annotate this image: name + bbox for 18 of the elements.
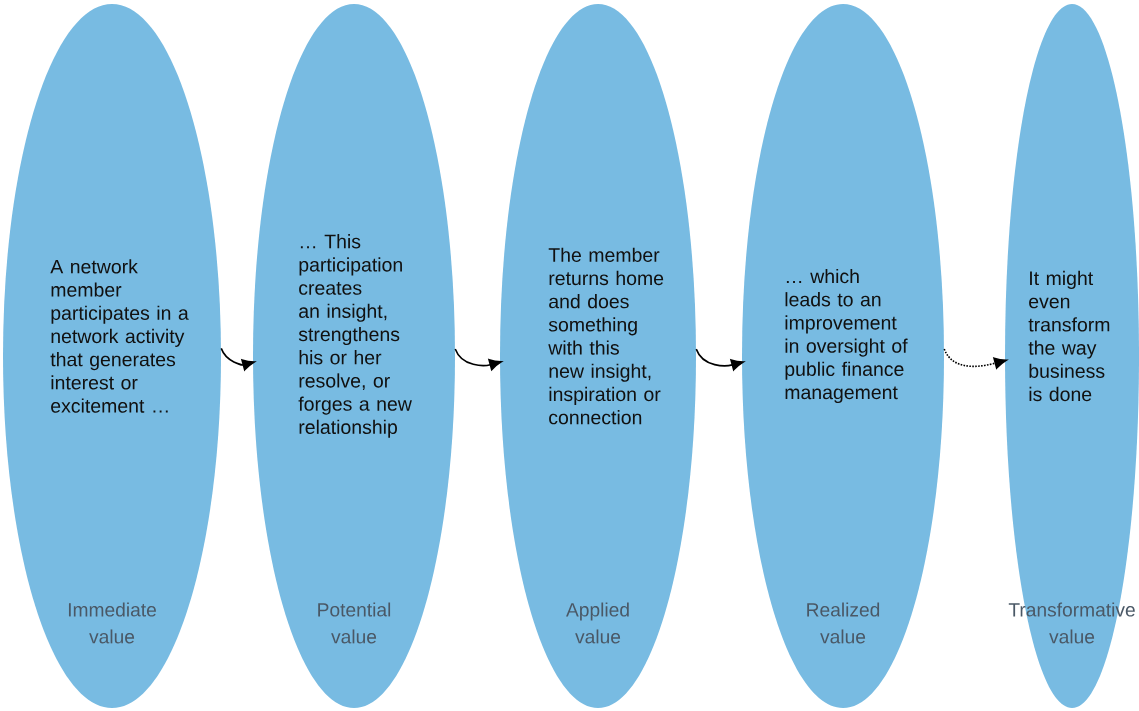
curved-arrow (220, 347, 255, 371)
value-ellipse (253, 4, 455, 708)
value-label: Immediate value (68, 602, 156, 644)
value-ellipse (1005, 4, 1139, 708)
value-label: Potential value (318, 602, 391, 644)
curved-arrow (943, 348, 1007, 369)
body-text: … which leads to an improvement in oversight of public finance management (785, 268, 908, 404)
body-text: The member returns home and does something with this new insight, inspiration or connection (548, 247, 664, 425)
value-label: Realized value (807, 602, 880, 644)
value-ellipse (500, 4, 696, 708)
curved-arrow (695, 348, 744, 371)
body-text: … This participation creates an insight, strengthens his or her resolve, or forges a new relationship (298, 234, 412, 438)
curved-arrow (454, 348, 502, 371)
value-ellipse (3, 4, 221, 708)
value-ellipse (742, 4, 944, 708)
body-text: A network member participates in a network activity that generates interest or excitement … (50, 259, 189, 413)
value-label: Applied value (566, 602, 629, 644)
body-text: It might even transform the way business is done (1028, 270, 1110, 402)
